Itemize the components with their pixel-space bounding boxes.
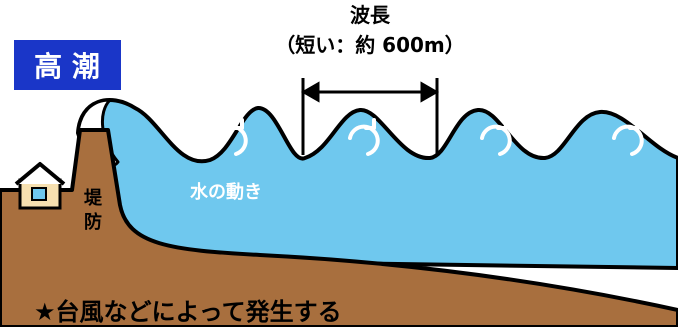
house-icon — [14, 162, 66, 210]
seabed-ground — [0, 128, 678, 329]
footer-caption: ★台風などによって発生する — [34, 298, 342, 326]
embankment-label-1: 堤 — [84, 188, 103, 209]
water-body — [76, 98, 678, 270]
title-badge — [14, 40, 121, 90]
double-arrow-icon — [300, 78, 440, 155]
rotation-arrow-icon — [216, 118, 644, 156]
wavelength-subtitle: （短い：約 600m） — [275, 33, 465, 57]
wavelength-title: 波長 — [350, 3, 391, 27]
embankment-label-2: 防 — [84, 211, 102, 233]
title-badge-label: 高 潮 — [34, 50, 100, 83]
water-motion-label: 水の動き — [190, 181, 262, 203]
